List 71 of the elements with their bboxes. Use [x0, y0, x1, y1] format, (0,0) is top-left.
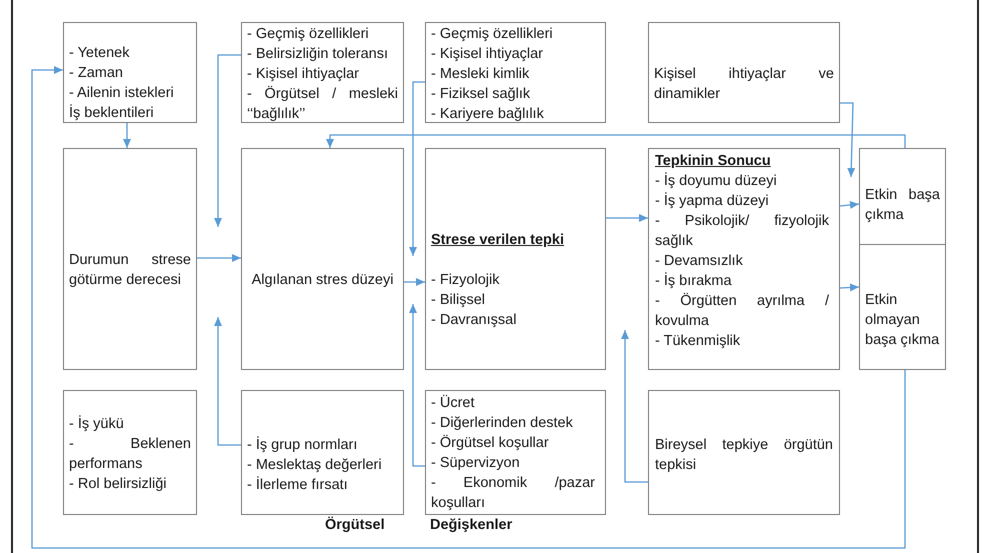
box-label: Algılanan stres düzeyi [250, 271, 394, 290]
list-item: - Kişisel ihtiyaçlar [247, 65, 360, 84]
box-heading: Tepkinin Sonucu [655, 152, 772, 171]
arrow [606, 214, 648, 222]
text-box [425, 390, 606, 515]
text-box [425, 148, 606, 370]
arrow [214, 54, 241, 227]
arrow [840, 102, 856, 178]
list-item: - Rol belirsizliği [69, 475, 168, 494]
list-item: - Belirsizliğin toleransı [247, 45, 390, 64]
label-text: Örgütsel [325, 516, 385, 535]
list-item: - Devamsızlık [655, 252, 744, 271]
list-item: - İş grup normları [247, 435, 358, 455]
list-item: - İlerleme fırsatı [247, 475, 349, 495]
text-box [63, 22, 197, 123]
list-item: - İş yapma düzeyi [655, 191, 770, 211]
arrow [404, 278, 425, 286]
arrow [621, 330, 648, 483]
list-item: - Örgütsel / mesleki ‘‘bağlılık’’ [247, 84, 398, 124]
text-box [63, 390, 197, 515]
list-item: - Kişisel ihtiyaçlar [431, 45, 544, 64]
text-box [648, 22, 840, 123]
list-item: - İş bırakma [655, 271, 733, 291]
list-item: - Geçmiş özellikleri [247, 25, 370, 44]
text-box [859, 244, 946, 370]
arrow [409, 81, 425, 256]
list-item: - Beklenen performans [69, 435, 191, 474]
list-item: - Tükenmişlik [655, 332, 742, 351]
text-box [648, 390, 840, 515]
arrow [123, 123, 131, 148]
box-label: Bireysel tepkiye örgütün tepkisi [655, 436, 833, 475]
list-item: - Meslektaş değerleri [247, 456, 383, 475]
list-item: İş beklentileri [69, 103, 155, 123]
list-item: - İş yükü [69, 414, 125, 434]
text-box [859, 148, 946, 245]
list-item: - Yetenek [69, 44, 130, 63]
list-item: - Ücret [431, 394, 476, 413]
list-item: - İş doyumu düzeyi [655, 171, 778, 191]
list-item: - Bilişsel [431, 291, 486, 310]
text-box [241, 390, 404, 515]
list-item: - Zaman [69, 64, 124, 83]
list-item: - Süpervizyon [431, 454, 521, 473]
box-label: Etkin olmayan başa çıkma [865, 291, 940, 350]
list-item: - Ekonomik /pazar koşulları [431, 474, 595, 513]
list-item: - Örgütsel koşullar [431, 434, 550, 453]
arrow [409, 304, 425, 467]
list-item: - Mesleki kimlik [431, 65, 530, 84]
text-box [63, 148, 197, 370]
list-item: - Diğerlerinden destek [431, 414, 574, 433]
box-label: Etkin başa çıkma [865, 186, 940, 225]
box-heading: Strese verilen tepki [431, 231, 565, 250]
text-box [241, 148, 404, 370]
list-item: - Örgütten ayrılma / kovulma [655, 292, 829, 331]
text-box [425, 22, 606, 123]
arrow [214, 317, 241, 446]
list-item: - Ailenin istekleri [69, 84, 175, 103]
arrow [326, 134, 906, 148]
arrow [197, 254, 241, 262]
list-item: - Fiziksel sağlık [431, 85, 532, 104]
list-item: - Geçmiş özellikleri [431, 25, 554, 44]
box-label: Durumun strese götürme derecesi [69, 251, 191, 290]
list-item: - Fizyolojik [431, 271, 500, 290]
list-item: - Kariyere bağlılık [431, 105, 545, 124]
box-label: Kişisel ihtiyaçlar ve dinamikler [654, 65, 834, 104]
label-text: Değişkenler [430, 516, 512, 535]
arrow [840, 200, 860, 209]
list-item: - Davranışsal [431, 311, 518, 330]
list-item: - Psikolojik/ fizyolojik sağlık [655, 212, 829, 251]
arrow [840, 283, 860, 292]
text-box [241, 22, 404, 123]
text-box [648, 148, 840, 370]
